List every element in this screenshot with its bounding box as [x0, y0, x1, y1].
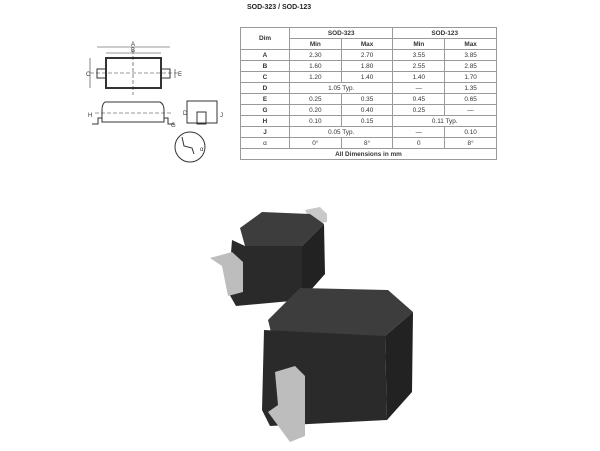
label-e: E	[178, 72, 182, 78]
label-a: A	[131, 42, 135, 48]
label-j: J	[220, 113, 223, 119]
dim-cell: B	[240, 60, 290, 72]
label-alpha: α	[200, 147, 204, 153]
cell: 1.40	[340, 71, 394, 83]
sod-chip-front	[262, 288, 413, 442]
label-h: H	[88, 113, 92, 119]
top-view-drawing	[89, 46, 178, 95]
sod-chip-back	[210, 207, 327, 306]
side-view-drawing	[92, 100, 218, 163]
label-b: B	[131, 48, 135, 54]
label-g: G	[171, 123, 176, 129]
label-d: D	[183, 111, 188, 117]
label-c: C	[86, 72, 91, 78]
page-title: SOD-323 / SOD-123	[247, 4, 312, 11]
table-footer: All Dimensions in mm	[240, 148, 497, 160]
